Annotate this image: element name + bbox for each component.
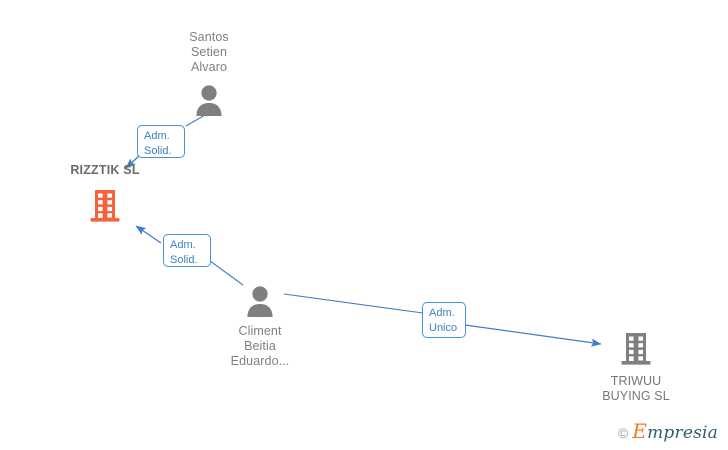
edge-climent-to-relation-solid [205, 257, 244, 286]
node-santos-setien-alvaro[interactable]: Santos Setien Alvaro [163, 30, 255, 120]
relation-box-adm-solid-climent[interactable]: Adm. Solid. [163, 234, 211, 267]
relation-box-adm-solid-santos[interactable]: Adm. Solid. [137, 125, 185, 158]
node-label-rizztik: RIZZTIK SL [70, 163, 140, 177]
brand-initial: E [632, 419, 648, 443]
watermark-empresia: © Empresia [617, 421, 718, 443]
brand-rest: mpresia [647, 423, 718, 443]
node-climent-beitia-eduardo[interactable]: Climent Beitia Eduardo... [214, 285, 306, 375]
relation-box-adm-unico[interactable]: Adm. Unico [422, 302, 466, 338]
node-label-santos: Santos Setien Alvaro [189, 30, 229, 74]
node-rizztik-sl[interactable]: RIZZTIK SL [55, 163, 155, 233]
node-label-climent: Climent Beitia Eduardo... [230, 324, 290, 368]
building-icon [621, 333, 651, 365]
building-icon-focus [90, 190, 120, 222]
person-icon [196, 85, 222, 116]
node-label-triwuu: TRIWUU BUYING SL [602, 374, 670, 403]
person-icon [247, 286, 273, 317]
brand-name: Empresia [632, 421, 718, 443]
copyright-icon: © [617, 424, 629, 441]
edge-relation-unico-to-triwuu [464, 324, 602, 347]
node-triwuu-buying-sl[interactable]: TRIWUU BUYING SL [583, 332, 689, 412]
